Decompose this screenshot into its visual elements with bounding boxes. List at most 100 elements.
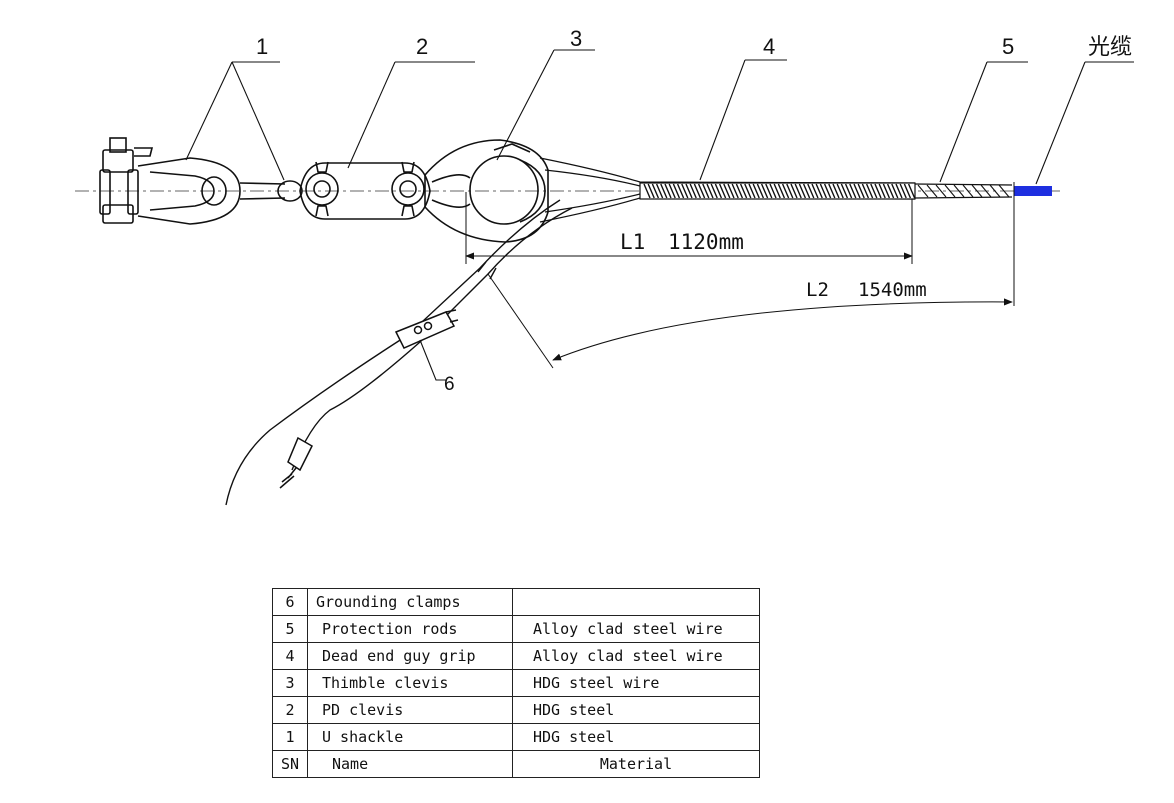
rod-strand	[998, 184, 1010, 198]
row-material: Alloy clad steel wire	[512, 615, 760, 643]
row-material: Alloy clad steel wire	[512, 642, 760, 670]
grip-strand	[849, 183, 857, 199]
dead-end-guy-grip	[539, 157, 916, 223]
l1-value: 1120mm	[668, 230, 744, 254]
dimension-l2	[487, 273, 1013, 369]
rod-strand	[944, 184, 956, 198]
grip-strand	[777, 183, 786, 199]
rod-strand	[953, 184, 965, 198]
grip-strand	[714, 183, 723, 199]
grounding-clamp	[394, 309, 459, 349]
grip-strand	[676, 183, 685, 199]
grip-strand	[802, 183, 811, 199]
grip-strand	[710, 183, 718, 199]
rod-strand-hatching	[917, 184, 1010, 198]
grip-strand	[727, 183, 735, 199]
callout-2: 2	[416, 34, 428, 59]
grip-strand	[786, 183, 794, 199]
l1-label: L1	[620, 230, 645, 254]
optical-cable	[1014, 186, 1052, 196]
grip-strand	[739, 183, 748, 199]
grip-strand	[651, 183, 660, 199]
grip-strand	[857, 183, 865, 199]
rod-strand	[962, 184, 974, 198]
grip-strand	[811, 183, 819, 199]
grip-strand	[697, 183, 706, 199]
grip-strand	[903, 183, 912, 199]
row-material	[512, 588, 760, 616]
grip-strand	[798, 183, 807, 199]
grip-strand	[832, 183, 840, 199]
pd-clevis	[299, 161, 431, 220]
grip-strand	[685, 183, 693, 199]
grip-strand	[752, 183, 760, 199]
grounding-terminal	[279, 436, 313, 489]
grip-strand	[660, 183, 668, 199]
grip-strand	[781, 183, 790, 199]
grip-strand	[744, 183, 752, 199]
grip-strand	[790, 183, 798, 199]
callout-1: 1	[256, 34, 268, 59]
grip-strand	[870, 183, 878, 199]
l2-label: L2	[806, 279, 829, 301]
header-material: Material	[512, 750, 760, 778]
grip-strand	[907, 183, 916, 199]
row-sn: 4	[272, 642, 308, 670]
callout-3: 3	[570, 26, 582, 51]
rod-strand	[971, 184, 983, 198]
grip-strand	[664, 183, 672, 199]
grip-strand	[723, 183, 731, 199]
grip-strand	[756, 183, 765, 199]
grip-strand	[836, 183, 844, 199]
protection-rods	[914, 183, 1013, 199]
u-shackle	[99, 137, 303, 225]
row-sn: 5	[272, 615, 308, 643]
grip-strand	[815, 183, 823, 199]
header-name: Name	[307, 750, 513, 778]
grip-strand	[769, 183, 777, 199]
grip-strand-hatching	[643, 183, 916, 199]
grip-strand	[760, 183, 769, 199]
grip-strand	[865, 183, 874, 199]
grip-strand	[655, 183, 664, 199]
callout-leaders	[185, 49, 1134, 381]
grip-strand	[647, 183, 655, 199]
rod-strand	[935, 184, 947, 198]
callout-cable: 光缆	[1088, 34, 1132, 59]
grip-strand	[819, 183, 828, 199]
row-name: Grounding clamps	[307, 588, 513, 616]
grip-strand	[731, 183, 739, 199]
callout-6: 6	[444, 374, 455, 395]
grip-strand	[861, 183, 870, 199]
grip-strand	[874, 183, 882, 199]
rod-strand	[917, 184, 929, 198]
row-name: PD clevis	[307, 696, 513, 724]
grip-strand	[891, 183, 899, 199]
grip-strand	[681, 183, 689, 199]
grip-strand	[693, 183, 702, 199]
grip-strand	[828, 183, 836, 199]
grip-strand	[844, 183, 853, 199]
grip-strand	[672, 183, 681, 199]
row-sn: 6	[272, 588, 308, 616]
grip-strand	[773, 183, 781, 199]
grip-strand	[895, 183, 903, 199]
row-sn: 3	[272, 669, 308, 697]
grip-strand	[668, 183, 676, 199]
grip-strand	[807, 183, 815, 199]
header-sn: SN	[272, 750, 308, 778]
assembly-drawing: 1 2 3 4 5 光缆 6 L1 1120mm L2 1540mm	[75, 26, 1134, 506]
grip-strand	[706, 183, 714, 199]
callout-4: 4	[763, 34, 775, 59]
grip-strand	[840, 183, 849, 199]
grip-strand	[899, 183, 907, 199]
row-material: HDG steel	[512, 696, 760, 724]
grip-strand	[735, 183, 744, 199]
